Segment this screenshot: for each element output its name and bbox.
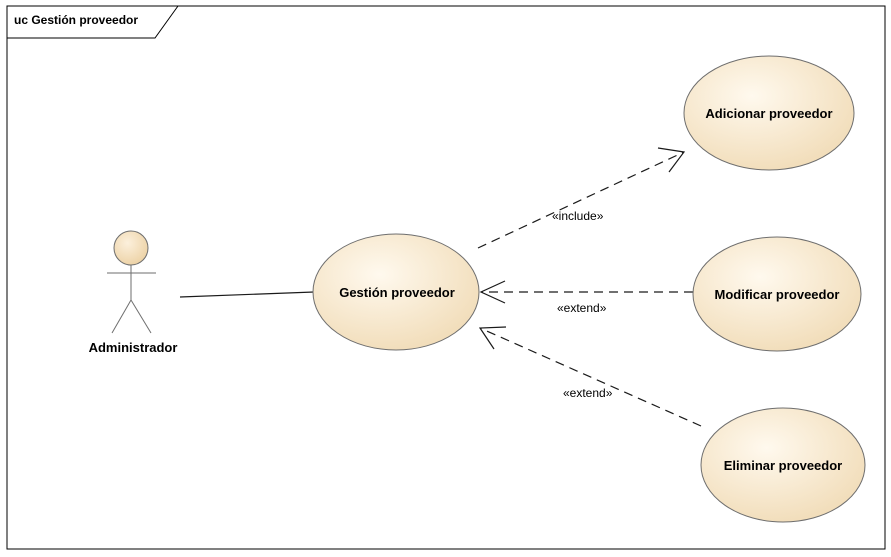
actor-left-leg <box>111 299 132 334</box>
extend-modify-label: «extend» <box>557 301 607 315</box>
actor-right-leg <box>130 299 152 334</box>
frame-title: uc Gestión proveedor <box>14 13 138 27</box>
actor-administrador[interactable]: Administrador <box>89 230 178 355</box>
include-line <box>477 151 685 249</box>
include-arrowhead <box>657 147 686 173</box>
extend-modify-relationship[interactable]: «extend» <box>479 280 693 315</box>
extend-delete-relationship[interactable]: «extend» <box>478 326 702 427</box>
include-label: «include» <box>552 209 604 223</box>
actor-head-icon <box>113 230 149 266</box>
use-case-label: Gestión proveedor <box>339 285 455 300</box>
extend-modify-arrowhead <box>479 280 506 304</box>
association-line[interactable] <box>179 291 315 298</box>
extend-delete-arrowhead <box>478 326 507 350</box>
use-case-ellipse <box>683 55 855 171</box>
use-case-gestion-proveedor[interactable]: Gestión proveedor <box>312 233 480 351</box>
actor-label: Administrador <box>89 340 178 355</box>
use-case-modificar-proveedor[interactable]: Modificar proveedor <box>692 236 862 352</box>
use-case-ellipse <box>692 236 862 352</box>
extend-delete-line <box>479 327 702 427</box>
use-case-label: Adicionar proveedor <box>705 106 832 121</box>
include-relationship[interactable]: «include» <box>477 147 686 249</box>
diagram-frame: uc Gestión proveedor <box>6 5 886 550</box>
use-case-ellipse <box>312 233 480 351</box>
use-case-label: Modificar proveedor <box>715 287 840 302</box>
extend-delete-label: «extend» <box>563 386 613 400</box>
use-case-label: Eliminar proveedor <box>724 458 842 473</box>
use-case-adicionar-proveedor[interactable]: Adicionar proveedor <box>683 55 855 171</box>
frame-title-tab <box>7 5 179 39</box>
use-case-eliminar-proveedor[interactable]: Eliminar proveedor <box>700 407 866 523</box>
use-case-ellipse <box>700 407 866 523</box>
